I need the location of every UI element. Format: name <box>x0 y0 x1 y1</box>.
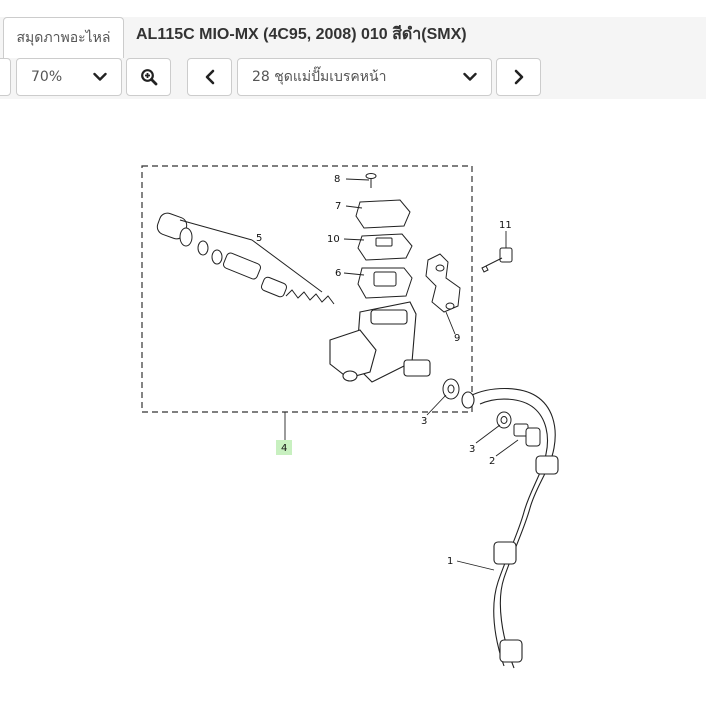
part-3-washer-upper[interactable] <box>442 378 460 400</box>
callout-part-2[interactable]: 2 <box>489 456 495 467</box>
chevron-left-icon <box>205 69 214 85</box>
toolbar: สมุดภาพอะไหล่ AL115C MIO-MX (4C95, 2008)… <box>0 17 706 99</box>
part-4-highlight <box>276 440 292 455</box>
parts-diagram[interactable]: 8 7 10 6 5 11 9 3 3 2 4 1 <box>0 99 706 706</box>
part-4-master-cylinder[interactable] <box>329 301 431 383</box>
assembly-boundary <box>141 165 473 413</box>
page-select-value: 28 ชุดแม่ปั๊มเบรคหน้า <box>252 69 387 85</box>
chevron-down-icon <box>463 72 477 81</box>
tab-parts-catalog-label: สมุดภาพอะไหล่ <box>16 30 111 46</box>
zoom-button[interactable] <box>126 58 171 96</box>
part-8-screw[interactable] <box>365 173 377 189</box>
page-select[interactable]: 28 ชุดแม่ปั๊มเบรคหน้า <box>237 58 492 96</box>
part-7-cap[interactable] <box>355 199 411 229</box>
tab-parts-catalog[interactable]: สมุดภาพอะไหล่ <box>3 17 124 58</box>
callout-part-6[interactable]: 6 <box>335 268 341 279</box>
part-11-bolt[interactable] <box>481 247 513 273</box>
previous-page-button[interactable] <box>187 58 232 96</box>
callout-part-3-lower[interactable]: 3 <box>469 444 475 455</box>
part-3-washer-lower[interactable] <box>496 411 512 429</box>
callout-part-4[interactable]: 4 <box>281 443 287 454</box>
leader-lines <box>284 178 519 571</box>
callout-part-7[interactable]: 7 <box>335 201 341 212</box>
part-6-diaphragm-plate[interactable] <box>357 267 413 299</box>
part-1-brake-hose[interactable] <box>461 388 559 669</box>
zoom-in-icon <box>140 69 157 86</box>
callout-part-1[interactable]: 1 <box>447 556 453 567</box>
left-control-edge[interactable] <box>0 58 11 96</box>
callout-part-3-upper[interactable]: 3 <box>421 416 427 427</box>
part-5-piston-kit[interactable] <box>155 211 335 305</box>
chevron-down-icon <box>93 72 107 81</box>
callout-part-8[interactable]: 8 <box>334 174 340 185</box>
zoom-select-value: 70% <box>31 69 63 85</box>
callout-part-11[interactable]: 11 <box>499 220 512 231</box>
part-9-holder[interactable] <box>425 253 461 313</box>
callout-part-10[interactable]: 10 <box>327 234 340 245</box>
callout-part-5[interactable]: 5 <box>256 233 262 244</box>
part-10-diaphragm[interactable] <box>357 233 413 261</box>
zoom-select[interactable]: 70% <box>16 58 122 96</box>
chevron-right-icon <box>514 69 523 85</box>
part-2-union-bolt[interactable] <box>513 423 541 447</box>
page-title: AL115C MIO-MX (4C95, 2008) 010 สีดำ(SMX) <box>136 26 467 43</box>
next-page-button[interactable] <box>496 58 541 96</box>
callout-part-9[interactable]: 9 <box>454 333 460 344</box>
